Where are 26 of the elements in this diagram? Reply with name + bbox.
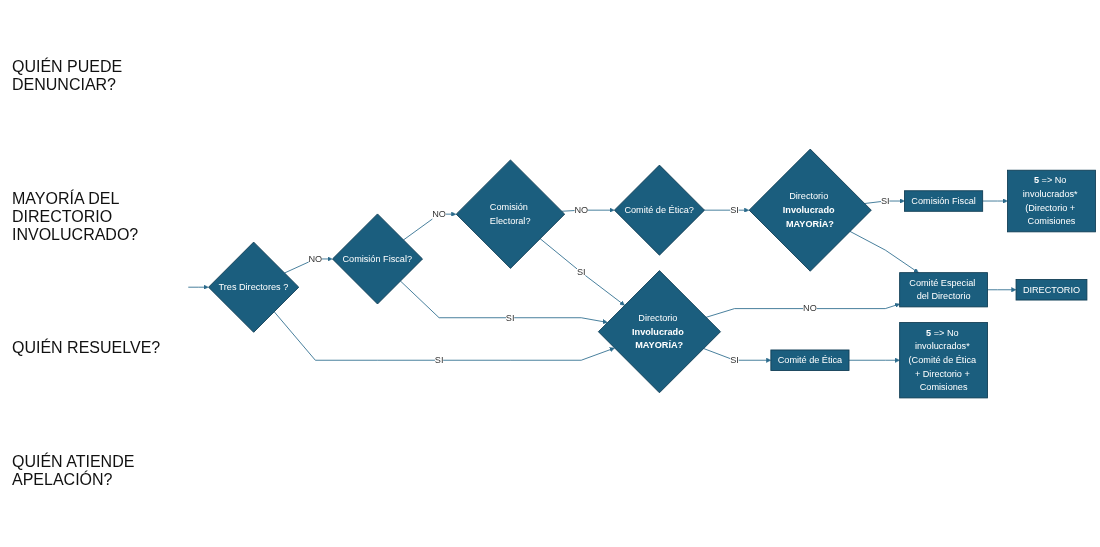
node-diamond: Comisión Electoral? (455, 159, 566, 269)
row-label: QUIÉN RESUELVE? (12, 339, 162, 358)
edge-label: NO (432, 209, 446, 219)
node-diamond: Directorio Involucrado MAYORÍA? (597, 270, 721, 394)
node-diamond: Directorio Involucrado MAYORÍA? (748, 148, 872, 272)
edge-label: SI (730, 355, 739, 365)
node-diamond: Comité de Ética? (613, 164, 705, 256)
edge-label: SI (881, 195, 890, 206)
edge-label: NO (574, 205, 589, 215)
row-label: QUIÉN ATIENDE APELACIÓN? (12, 453, 136, 490)
node-diamond: Tres Directores ? (208, 241, 300, 333)
edge-label: SI (434, 355, 444, 365)
node-box: DIRECTORIO (1015, 279, 1088, 301)
node-box: Comité Especial del Directorio (899, 272, 988, 308)
edge-label: NO (308, 253, 323, 264)
edge-label: NO (803, 303, 817, 314)
node-diamond: Comisión Fiscal? (332, 213, 423, 305)
edge-label: SI (576, 267, 586, 277)
node-box: 5 => No involucrados* (Comité de Ética + Directorio + Comisiones (899, 322, 988, 399)
node-box: Comité de Ética (770, 349, 850, 371)
row-label: MAYORÍA DEL DIRECTORIO INVOLUCRADO? (12, 189, 140, 244)
row-label: QUIÉN PUEDE DENUNCIAR? (12, 57, 124, 94)
node-box: 5 => No involucrados* (Directorio + Comisiones (1007, 169, 1096, 233)
edge-label: SI (505, 312, 515, 323)
node-box: Comisión Fiscal (904, 190, 984, 212)
edge-label: SI (730, 205, 739, 215)
